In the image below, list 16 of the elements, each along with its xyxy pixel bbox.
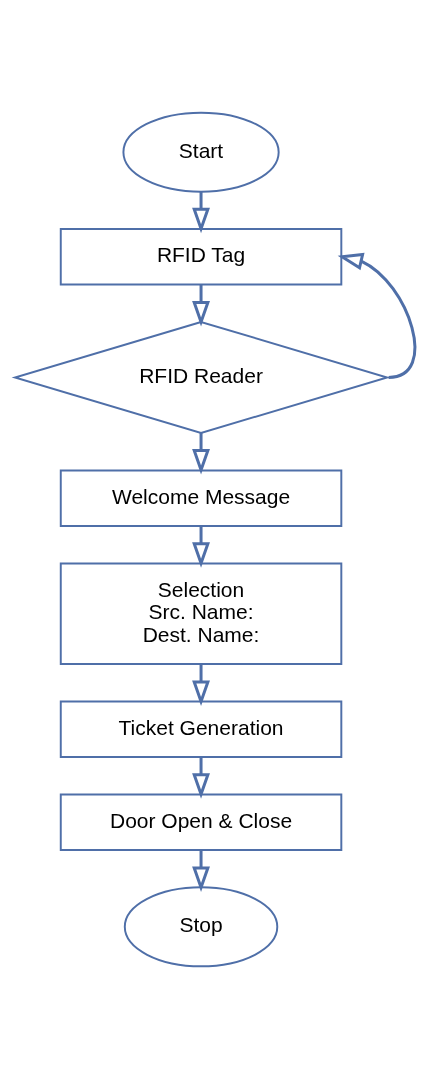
arrow: [337, 252, 416, 379]
node-box: Door Open & Close: [59, 793, 342, 852]
arrow: [191, 664, 210, 706]
node-box: Ticket Generation: [59, 700, 342, 758]
node-box: Selection Src. Name: Dest. Name:: [59, 562, 342, 665]
arrow: [191, 526, 210, 568]
node-diamond: RFID Reader: [11, 320, 390, 434]
node-ellipse: Stop: [123, 886, 278, 968]
node-box: Welcome Message: [59, 469, 342, 527]
arrow: [191, 850, 210, 892]
node-box: RFID Tag: [59, 227, 342, 286]
arrow: [191, 433, 210, 475]
arrow: [191, 191, 210, 234]
arrow: [191, 757, 210, 799]
node-ellipse: Start: [121, 111, 280, 193]
arrow: [191, 284, 210, 327]
